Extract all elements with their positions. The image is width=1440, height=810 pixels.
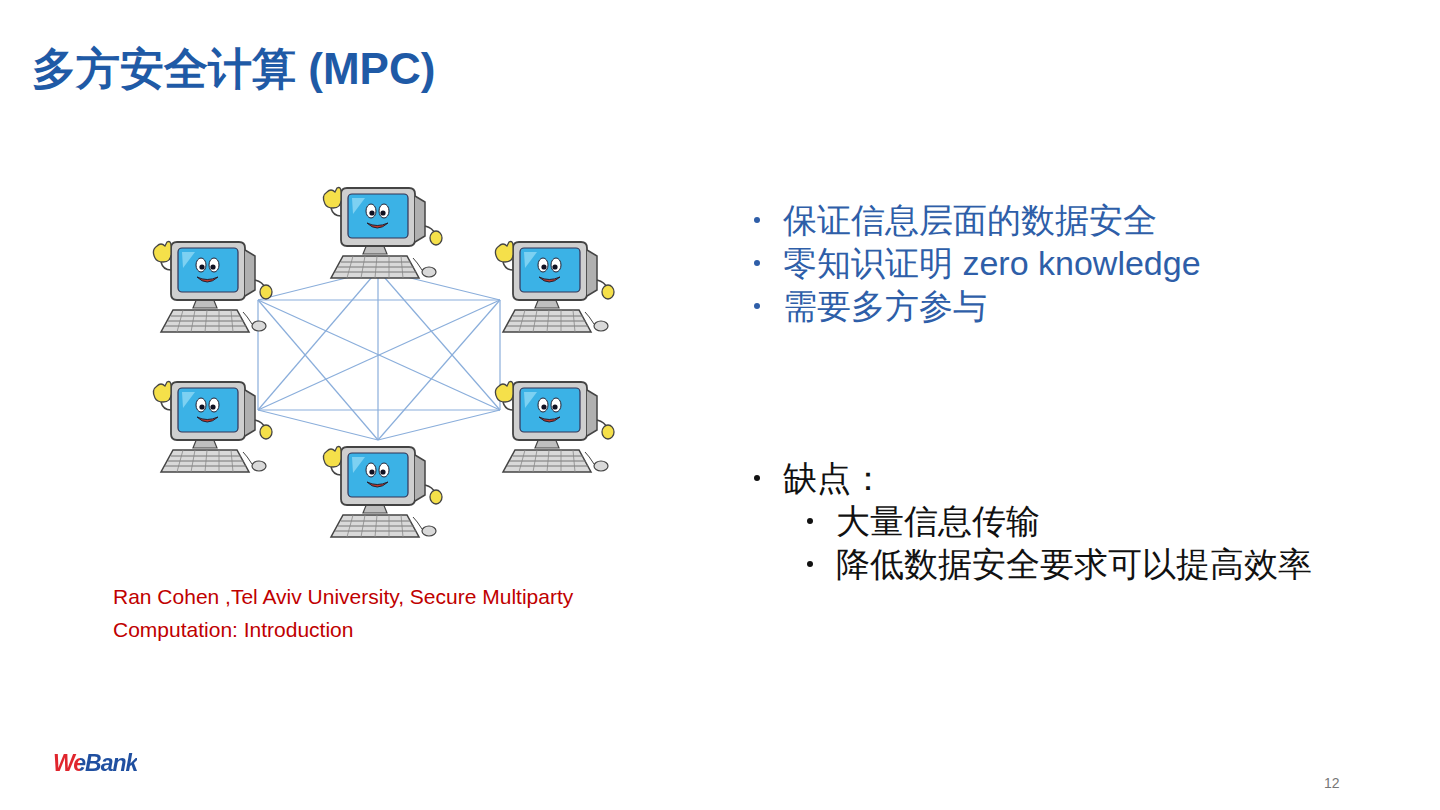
figure-caption: Ran Cohen ,Tel Aviv University, Secure M… xyxy=(113,580,673,646)
bullet-dot xyxy=(754,475,760,481)
sub-bullet-text: 降低数据安全要求可以提高效率 xyxy=(836,542,1312,588)
bullet-dot xyxy=(807,518,813,524)
computer-icon xyxy=(495,242,614,333)
page-number: 12 xyxy=(1324,775,1340,791)
computer-icon xyxy=(153,382,272,473)
bullet-dot xyxy=(754,217,760,223)
computer-icon xyxy=(323,188,442,279)
computer-icon xyxy=(153,242,272,333)
company-logo: WeBank xyxy=(53,750,137,777)
bullet-text: 需要多方参与 xyxy=(783,284,987,330)
bullet-dot xyxy=(754,303,760,309)
bullet-text: 保证信息层面的数据安全 xyxy=(783,198,1157,244)
computer-icons xyxy=(153,188,614,538)
network-lines xyxy=(258,270,500,440)
slide-title: 多方安全计算 (MPC) xyxy=(32,40,435,99)
computer-icon xyxy=(323,447,442,538)
computer-icon xyxy=(495,382,614,473)
bullet-dot xyxy=(754,260,760,266)
bullet-text: 缺点： xyxy=(783,456,885,502)
bullet-dot xyxy=(807,561,813,567)
sub-bullet-text: 大量信息传输 xyxy=(836,499,1040,545)
bullet-text: 零知识证明 zero knowledge xyxy=(783,241,1201,287)
